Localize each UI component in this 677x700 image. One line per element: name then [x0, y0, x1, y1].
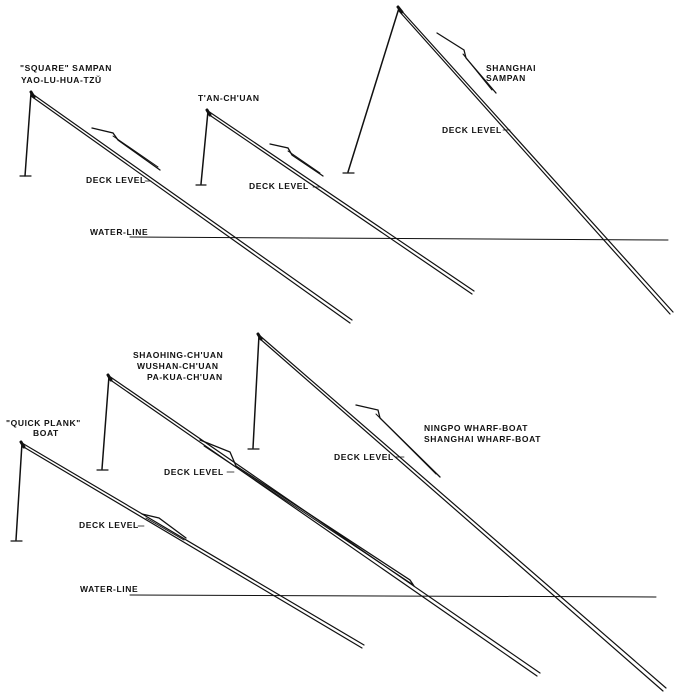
ningpo-wharf-title: NINGPO WHARF-BOAT [424, 423, 528, 433]
ningpo-wharf-deck-label: DECK LEVEL [334, 452, 394, 462]
ningpo-wharf-subtitle: SHANGHAI WHARF-BOAT [424, 434, 541, 444]
water-line-bottom-label: WATER-LINE [80, 584, 138, 594]
square-sampan-subtitle: YAO-LU-HUA-TZŬ [21, 74, 102, 85]
oar-shaohing-chuan: SHAOHING-CH'UAN WUSHAN-CH'UAN PA-KUA-CH'… [96, 350, 541, 677]
ningpo-wharf-oar-tip [256, 332, 263, 341]
tan-chuan-oar-top [207, 110, 475, 292]
oar-quick-plank-boat: "QUICK PLANK" BOAT DECK LEVEL [6, 418, 365, 649]
square-sampan-title: "SQUARE" SAMPAN [20, 63, 112, 73]
shanghai-sampan-hull-2 [462, 53, 493, 91]
quick-plank-title: "QUICK PLANK" [6, 418, 81, 428]
shaohing-chuan-post [101, 375, 110, 470]
shaohing-chuan-title: SHAOHING-CH'UAN [133, 350, 223, 360]
quick-plank-oar-bottom [21, 445, 363, 649]
quick-plank-hull-2 [145, 517, 185, 541]
ningpo-wharf-post [252, 334, 260, 449]
shanghai-sampan-deck-label: DECK LEVEL [442, 125, 502, 135]
square-sampan-post [24, 92, 32, 177]
square-sampan-oar-tip [29, 90, 36, 99]
shaohing-chuan-hull [199, 439, 415, 587]
ningpo-wharf-hull-2 [375, 413, 437, 475]
quick-plank-oar-top [21, 442, 365, 646]
tan-chuan-post [200, 110, 209, 185]
quick-plank-oar-tip [19, 440, 26, 449]
oar-ningpo-wharf-boat: NINGPO WHARF-BOAT SHANGHAI WHARF-BOAT DE… [247, 332, 667, 692]
shaohing-chuan-oar-tip [106, 373, 113, 382]
shanghai-sampan-post [347, 7, 400, 173]
square-sampan-deck-label: DECK LEVEL [86, 175, 146, 185]
shaohing-chuan-subtitle-1: WUSHAN-CH'UAN [137, 361, 219, 371]
ningpo-wharf-oar-bottom [258, 337, 664, 692]
quick-plank-deck-label: DECK LEVEL [79, 520, 139, 530]
water-line-top-label: WATER-LINE [90, 227, 148, 237]
water-line-top [129, 236, 669, 241]
shanghai-sampan-hull [436, 32, 497, 94]
shaohing-chuan-oar-bottom [108, 378, 538, 677]
shanghai-sampan-oar-tip [396, 5, 404, 14]
oar-square-sampan: "SQUARE" SAMPAN YAO-LU-HUA-TZŬ DECK LEVE… [19, 63, 353, 324]
shanghai-sampan-subtitle: SAMPAN [486, 73, 526, 83]
shanghai-sampan-title: SHANGHAI [486, 63, 536, 73]
tan-chuan-deck-label: DECK LEVEL [249, 181, 309, 191]
square-sampan-hull [91, 127, 161, 171]
water-line-bottom [129, 594, 657, 598]
square-sampan-oar-bottom [30, 95, 351, 324]
shanghai-sampan-oar-top [398, 7, 674, 313]
quick-plank-hull [141, 513, 187, 539]
quick-plank-subtitle: BOAT [33, 428, 59, 438]
tan-chuan-oar-tip [205, 108, 212, 117]
shaohing-chuan-deck-label: DECK LEVEL [164, 467, 224, 477]
shanghai-sampan-oar-bottom [398, 10, 671, 315]
tan-chuan-hull-2 [287, 150, 321, 174]
tan-chuan-hull [269, 143, 324, 177]
tan-chuan-oar-bottom [207, 113, 473, 295]
oar-shanghai-sampan: SHANGHAI SAMPAN DECK LEVEL [342, 5, 674, 315]
shaohing-chuan-subtitle-2: PA-KUA-CH'UAN [147, 372, 223, 382]
oar-tan-chuan: T'AN-CH'UAN DECK LEVEL [195, 93, 475, 295]
tan-chuan-title: T'AN-CH'UAN [198, 93, 260, 103]
quick-plank-post [15, 442, 23, 541]
square-sampan-oar-top [30, 92, 353, 321]
square-sampan-hull-2 [112, 135, 159, 168]
shaohing-chuan-hull-2 [203, 445, 413, 585]
ningpo-wharf-oar-top [258, 334, 667, 689]
